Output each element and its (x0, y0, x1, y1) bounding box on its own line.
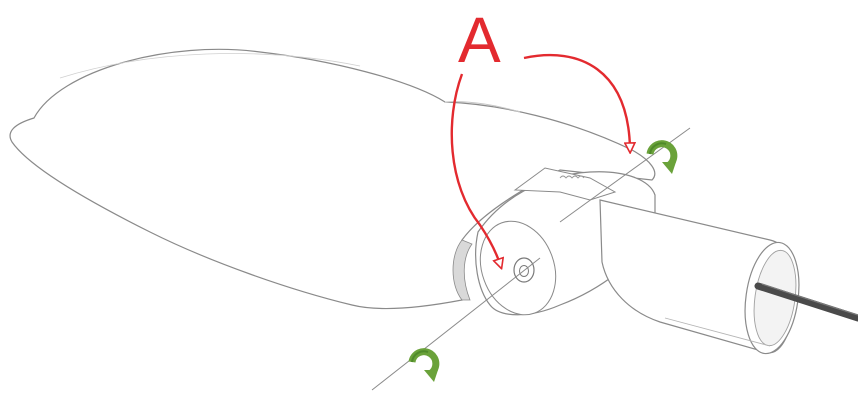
rotate-arrow-icon-upper (646, 140, 678, 174)
cable-outer (754, 282, 858, 322)
power-cable (754, 282, 858, 322)
rotation-axis-line-lower (371, 257, 541, 391)
bracket-teeth (559, 175, 585, 179)
callout-label-a: A (458, 4, 501, 76)
bracket-hinge-top (513, 167, 617, 201)
callout-arrow-to-screw (450, 73, 500, 264)
cable-highlight (761, 283, 858, 316)
housing-underside-shadow (452, 239, 473, 301)
housing-top-contour (59, 53, 361, 79)
housing-shell (9, 48, 656, 310)
callout-arrow-to-hinge (523, 53, 630, 148)
spigot-clamp-band (664, 317, 771, 347)
rotate-arrow-icon-lower (408, 348, 440, 382)
housing-ridge-line (444, 101, 521, 113)
luminaire-housing (9, 48, 656, 310)
pole-spigot (599, 199, 800, 355)
